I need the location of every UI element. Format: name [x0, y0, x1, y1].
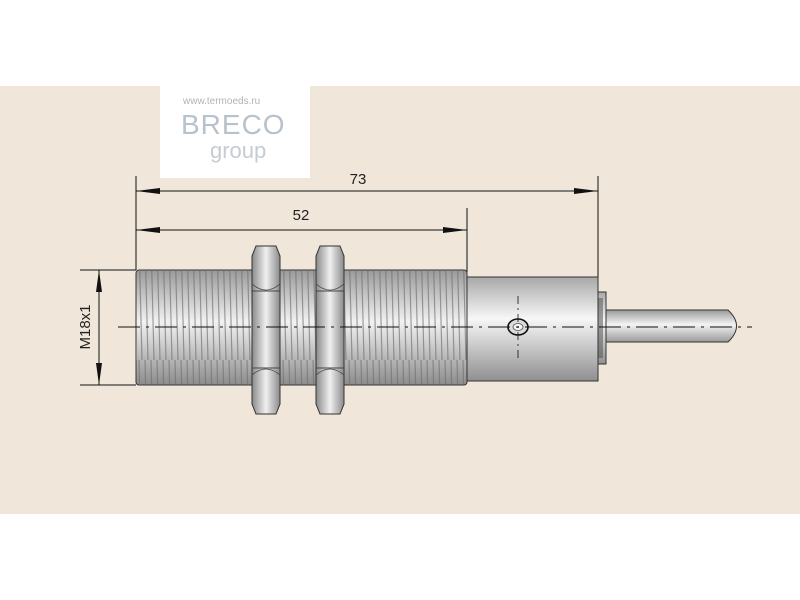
cable-body [603, 309, 737, 343]
nut-right-bevel-1 [315, 283, 345, 291]
nut-left-bevel-1 [251, 283, 281, 291]
logo-box [160, 86, 310, 178]
rear-housing [466, 276, 599, 382]
nut-left-bevel-2 [251, 368, 281, 376]
logo-url: www.termoeds.ru [182, 96, 260, 107]
logo-sub: group [210, 138, 266, 163]
dim-text-total: 73 [350, 171, 367, 188]
arrow-diam-bottom [96, 363, 102, 385]
arrow-thread-right [443, 227, 467, 233]
arrow-total-right [574, 188, 598, 194]
nut-right [315, 245, 345, 415]
arrow-thread-left [136, 227, 160, 233]
cable [603, 309, 737, 343]
nut-right-bevel-2 [315, 368, 345, 376]
threaded-body [135, 269, 468, 386]
gland-ring-inner [598, 298, 603, 358]
nut-right-shape [315, 245, 345, 415]
nut-left [251, 245, 281, 415]
dimension-thread-length: 52 [136, 207, 468, 272]
dimension-diameter: M18x1 [77, 269, 136, 386]
nut-left-shape [251, 245, 281, 415]
dimension-total-length: 73 [135, 171, 599, 283]
dim-text-thread: 52 [293, 207, 310, 224]
thread-pattern [136, 270, 467, 385]
arrow-total-left [136, 188, 160, 194]
housing-body [466, 276, 599, 382]
logo-brand: BRECO [181, 109, 286, 140]
logo: www.termoeds.ru BRECO group [160, 86, 310, 178]
arrow-diam-top [96, 270, 102, 292]
dim-text-diam: M18x1 [77, 304, 94, 349]
